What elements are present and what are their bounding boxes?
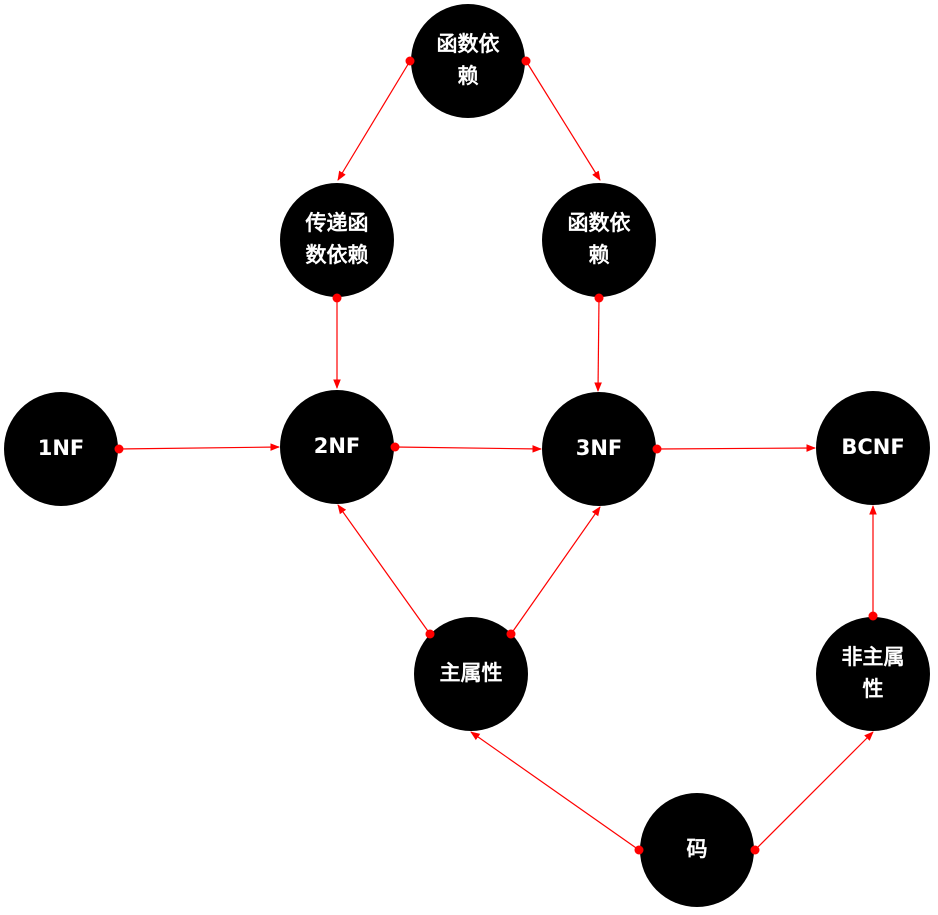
edge-arrow-fd_top-to-tfd: [337, 60, 411, 181]
node-label-fd_mid-line-1: 函数依: [568, 211, 632, 235]
node-nf1: 1NF: [4, 392, 118, 506]
node-circle-fd_top: [411, 4, 525, 118]
node-label-key-line-1: 码: [687, 837, 708, 861]
edge-start-dot-fd_mid-to-nf3: [594, 293, 604, 303]
node-label-fd_mid-line-2: 赖: [589, 243, 610, 267]
node-label-tfd-line-2: 数依赖: [306, 243, 369, 267]
edge-start-dot-nf3-to-bcnf: [652, 444, 662, 454]
node-label-nf3-line-1: 3NF: [576, 436, 623, 460]
edge-arrow-prime-to-nf3: [510, 506, 601, 635]
node-circle-bcnf: [816, 391, 930, 505]
edge-arrow-key-to-nonprime: [754, 731, 874, 851]
node-label-nonprime-line-1: 非主属: [842, 645, 905, 669]
edge-start-dot-key-to-nonprime: [750, 845, 760, 855]
edge-start-dot-prime-to-nf3: [506, 629, 516, 639]
edges-layer: [118, 60, 877, 851]
node-nf3: 3NF: [542, 392, 656, 506]
edge-start-dot-nf1-to-nf2: [114, 444, 124, 454]
node-label-fd_top-line-1: 函数依: [437, 32, 501, 56]
node-label-bcnf-line-1: BCNF: [841, 435, 904, 459]
node-bcnf: BCNF: [816, 391, 930, 505]
edge-arrow-prime-to-nf2: [337, 504, 431, 635]
edge-start-dot-key-to-prime: [634, 845, 644, 855]
node-prime: 主属性: [414, 617, 528, 731]
edge-start-dot-tfd-to-nf2: [332, 293, 342, 303]
node-circle-tfd: [280, 183, 394, 297]
edge-start-dot-nf2-to-nf3: [390, 442, 400, 452]
edge-start-dot-nonprime-to-bcnf: [868, 611, 878, 621]
edge-arrow-fd_mid-to-nf3: [594, 297, 602, 392]
node-circle-nf2: [280, 390, 394, 504]
node-circle-fd_mid: [542, 183, 656, 297]
edge-arrow-nf1-to-nf2: [118, 443, 280, 451]
edge-arrow-fd_top-to-fd_mid: [525, 60, 601, 181]
node-label-nonprime-line-2: 性: [863, 677, 884, 701]
node-circle-nf1: [4, 392, 118, 506]
node-label-prime-line-1: 主属性: [440, 661, 503, 685]
edge-start-dot-prime-to-nf2: [425, 629, 435, 639]
node-label-nf1-line-1: 1NF: [38, 436, 85, 460]
node-circle-prime: [414, 617, 528, 731]
node-circle-nonprime: [816, 617, 930, 731]
node-key: 码: [640, 793, 754, 907]
node-nf2: 2NF: [280, 390, 394, 504]
edge-start-dot-fd_top-to-fd_mid: [521, 56, 531, 66]
node-label-tfd-line-1: 传递函: [305, 211, 369, 235]
edge-start-dot-fd_top-to-tfd: [405, 56, 415, 66]
node-circle-key: [640, 793, 754, 907]
node-label-nf2-line-1: 2NF: [314, 434, 361, 458]
edge-arrow-nf2-to-nf3: [394, 445, 542, 453]
edge-arrow-key-to-prime: [470, 731, 640, 851]
edge-arrow-nf3-to-bcnf: [656, 444, 816, 452]
edge-start-dots-layer: [114, 56, 878, 855]
node-circle-nf3: [542, 392, 656, 506]
node-label-fd_top-line-2: 赖: [458, 64, 479, 88]
